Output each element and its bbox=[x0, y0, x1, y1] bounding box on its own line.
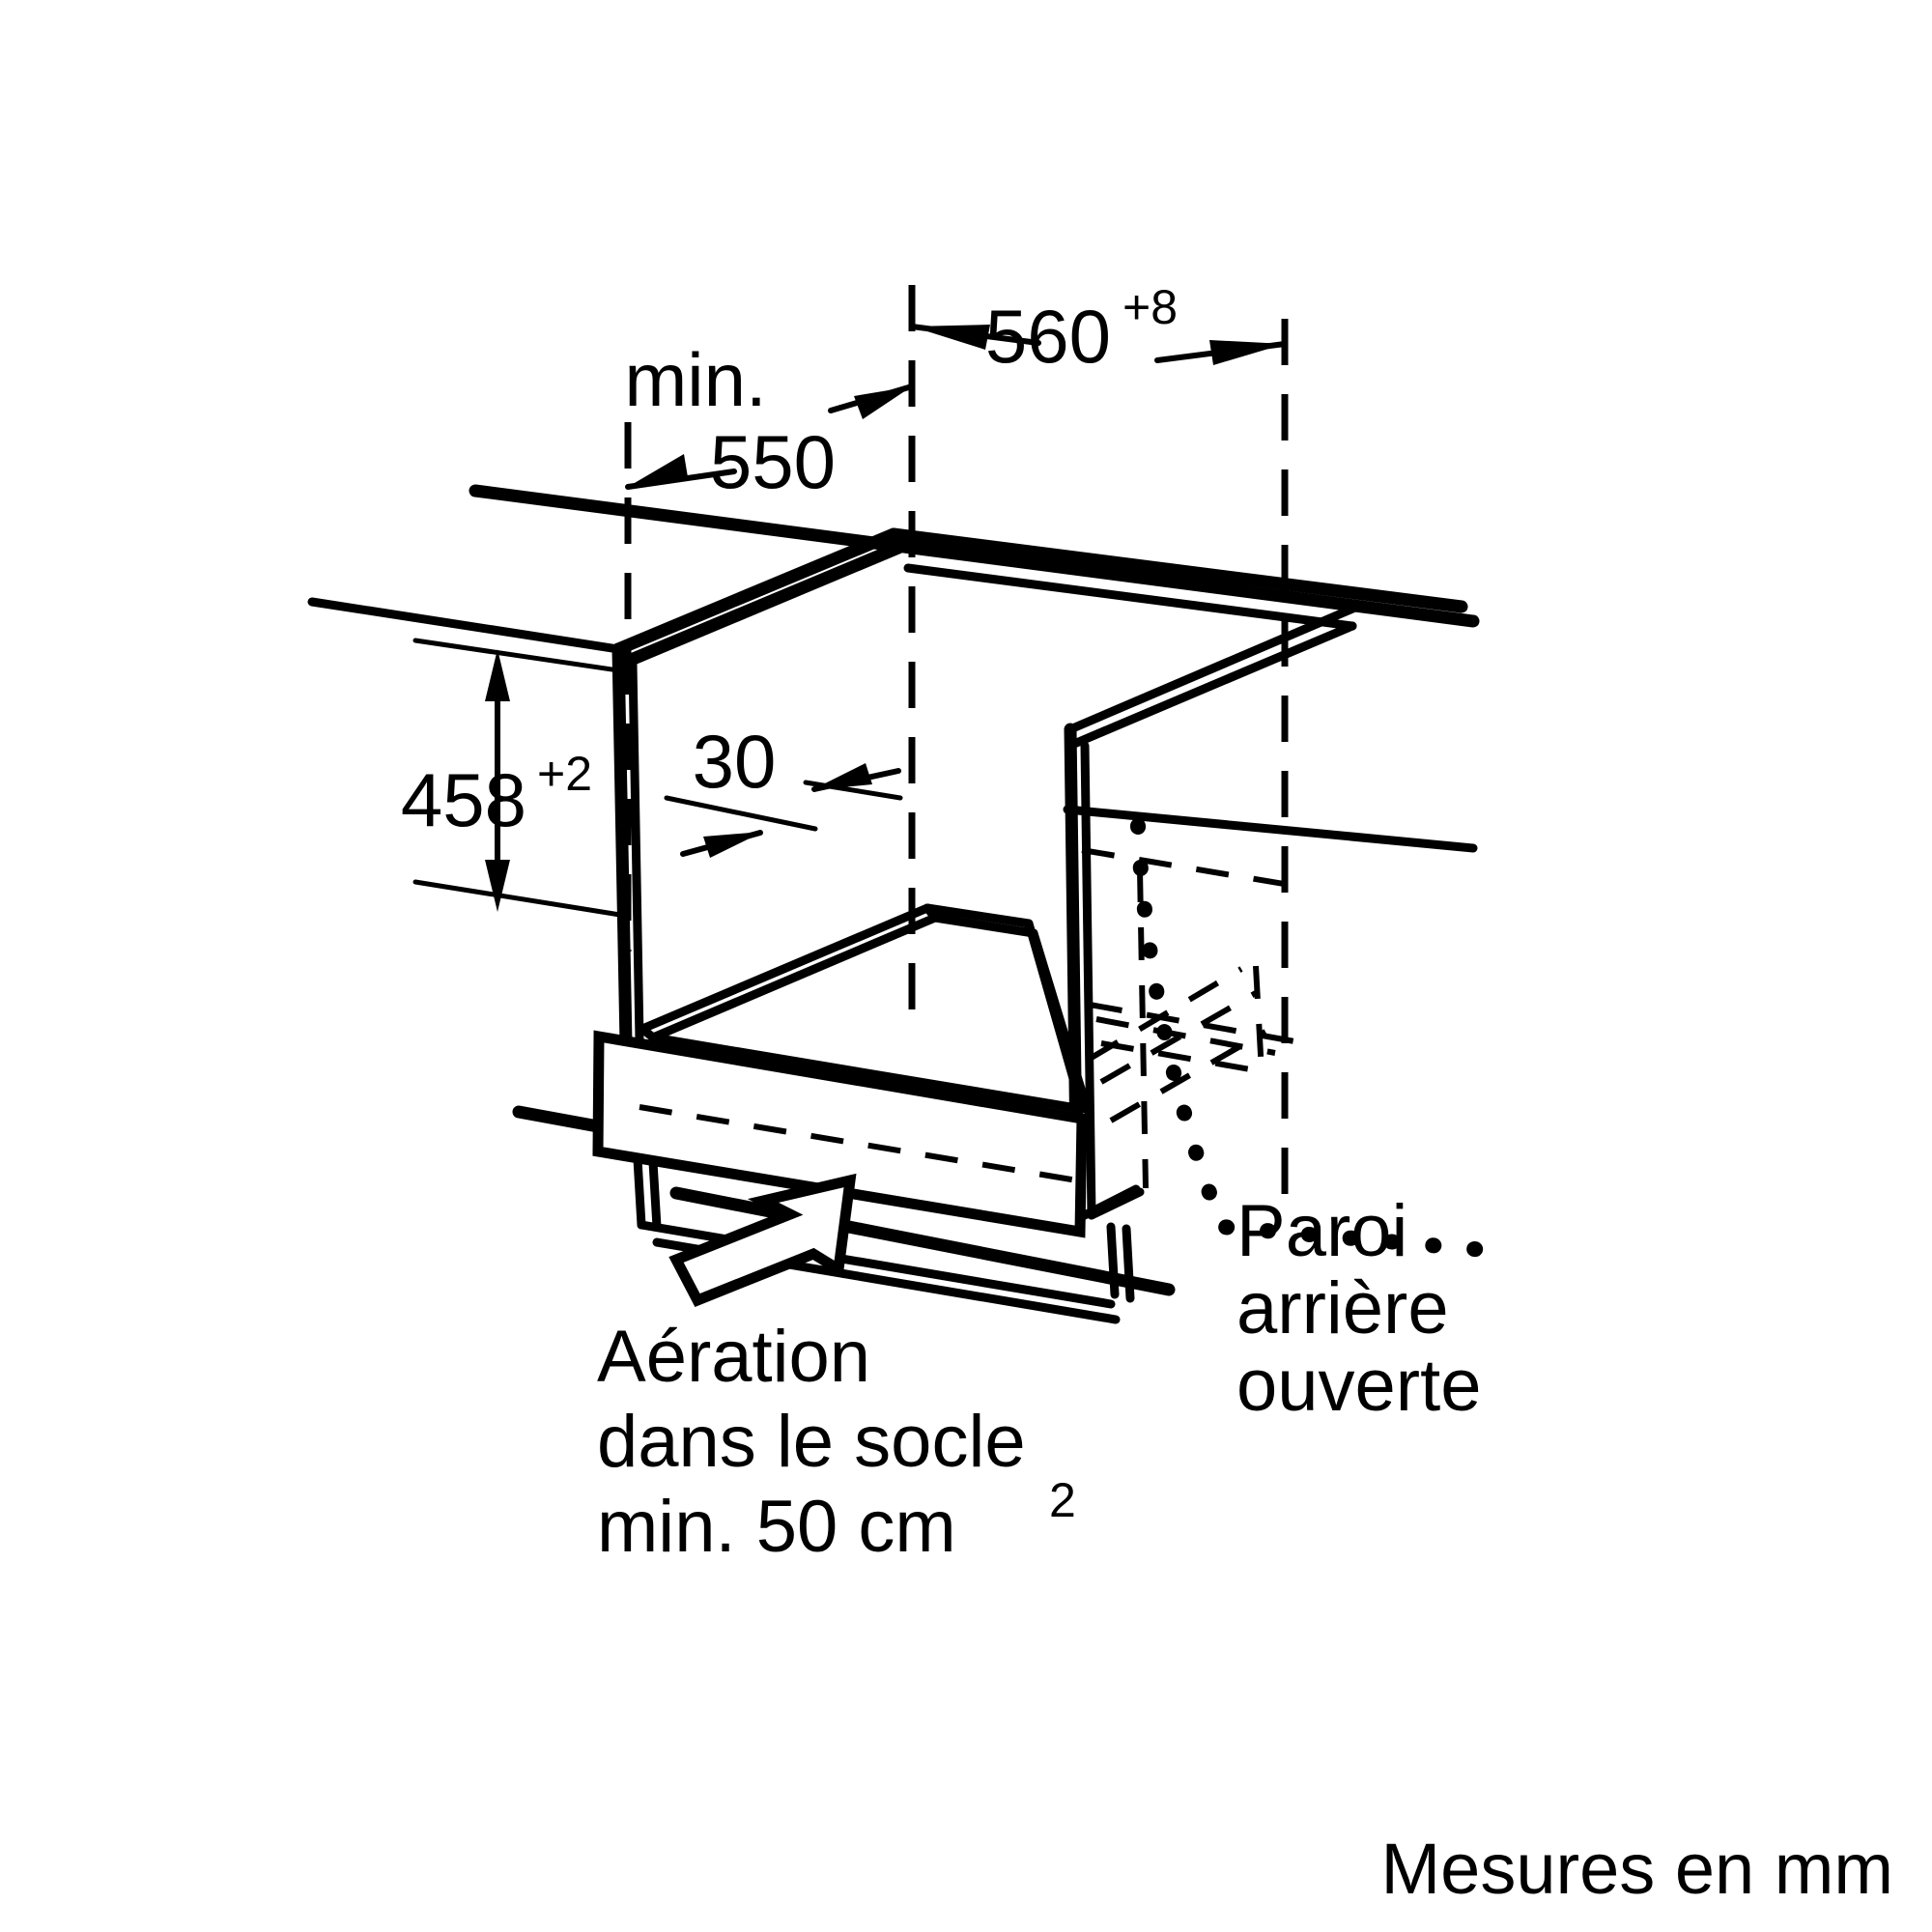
rear-wall-note-line3: ouverte bbox=[1236, 1345, 1482, 1427]
hidden-edge-right-rail-a bbox=[1095, 1016, 1276, 1056]
ventilation-note-superscript: 2 bbox=[1049, 1473, 1076, 1527]
plinth-right-foot-2 bbox=[1122, 1224, 1135, 1303]
niche-top-front-edge-2 bbox=[617, 541, 905, 669]
ventilation-note-line3: min. 50 cm bbox=[597, 1486, 956, 1568]
dimension-550-label-line1: min. bbox=[624, 337, 766, 422]
hidden-edge-right-diag-a bbox=[1088, 966, 1243, 1062]
niche-left-panel-front-edge-inner bbox=[628, 660, 644, 1044]
plinth-left-foot-2 bbox=[648, 1157, 662, 1232]
dim-458-upper-extension bbox=[412, 638, 621, 673]
niche-top-inner-edge bbox=[894, 543, 1362, 611]
wall-line-right-mid bbox=[1063, 805, 1478, 853]
plinth-top-edge-highlight bbox=[594, 1032, 1087, 1123]
dim-560-left-arrowhead bbox=[912, 325, 990, 350]
niche-top-inner-edge-2 bbox=[903, 563, 1357, 631]
niche-base-rail-back-2 bbox=[930, 913, 1038, 938]
dimension-458 bbox=[412, 638, 629, 919]
dimension-458-tolerance: +2 bbox=[537, 747, 592, 801]
dimension-458-label: 458 bbox=[401, 757, 526, 842]
rear-wall-dotted-leader bbox=[1130, 818, 1515, 1260]
dim-458-down-arrowhead bbox=[485, 860, 510, 912]
plinth-left-foot bbox=[633, 1154, 646, 1230]
units-footer-label: Mesures en mm bbox=[1381, 1829, 1893, 1909]
hidden-edge-right-diag-c bbox=[1109, 1029, 1267, 1123]
niche-base-rail-long bbox=[648, 1033, 1087, 1114]
floor-line-right bbox=[669, 1186, 1176, 1296]
niche-left-panel-front-edge bbox=[611, 642, 633, 1050]
ventilation-arrow-group bbox=[668, 1173, 857, 1307]
rear-wall-note-line2: arrière bbox=[1236, 1267, 1449, 1350]
hidden-edge-back-top bbox=[1081, 847, 1291, 888]
dim-560-right-arrowhead bbox=[1209, 340, 1285, 365]
plinth-right-foot bbox=[1106, 1222, 1120, 1299]
niche-base-left-rail-top-2 bbox=[648, 913, 940, 1042]
dimension-560-tolerance: +8 bbox=[1122, 280, 1178, 334]
airflow-arrow-icon bbox=[668, 1173, 857, 1307]
niche-base-left-rail-top bbox=[638, 903, 932, 1034]
dim-30-upper-arrowhead bbox=[811, 763, 872, 790]
hidden-edge-right-vert bbox=[1253, 965, 1264, 1073]
dimension-30 bbox=[664, 763, 903, 858]
dim-458-up-arrowhead bbox=[485, 649, 510, 701]
dim-458-lower-extension bbox=[412, 879, 629, 919]
niche-base-right-rail-2 bbox=[1029, 928, 1093, 1116]
dim-30-lower-arrowhead bbox=[703, 832, 763, 858]
cabinet-niche-group bbox=[592, 527, 1468, 1324]
niche-right-panel-bottom-edge-2 bbox=[1087, 1187, 1145, 1220]
dim-550-right-arrowhead bbox=[854, 386, 912, 419]
hidden-edge-base-left bbox=[639, 1104, 1078, 1183]
dimension-30-label: 30 bbox=[693, 719, 777, 804]
niche-top-right-slant bbox=[1065, 602, 1362, 734]
dimension-560 bbox=[909, 324, 1288, 365]
niche-top-right-slant-2 bbox=[1069, 621, 1357, 749]
dim-550-left-arrowhead bbox=[628, 454, 688, 487]
wall-line-left-upper bbox=[307, 597, 623, 654]
dim-550-left-leader bbox=[625, 469, 737, 490]
niche-right-panel-front-edge-inner bbox=[1080, 741, 1096, 1220]
rear-wall-callout-group bbox=[1130, 818, 1515, 1260]
rear-wall-note-line1: Paroi bbox=[1236, 1190, 1407, 1272]
niche-top-front-edge bbox=[611, 527, 900, 656]
hidden-edge-right-rail-b bbox=[1100, 1040, 1257, 1073]
dim-30-ref-line-lower bbox=[664, 795, 818, 832]
niche-base-rail-back bbox=[923, 903, 1034, 928]
dimension-550 bbox=[625, 384, 915, 490]
niche-top-back-edge bbox=[887, 527, 1468, 613]
dimension-550-label-line2: 550 bbox=[710, 419, 836, 504]
ventilation-note-line2: dans le socle bbox=[597, 1401, 1026, 1483]
ventilation-note-line1: Aération bbox=[597, 1316, 870, 1398]
dimension-560-label: 560 bbox=[985, 294, 1111, 379]
dim-30-ref-line-upper bbox=[803, 780, 903, 801]
hidden-edge-right-diag-b bbox=[1099, 990, 1258, 1085]
